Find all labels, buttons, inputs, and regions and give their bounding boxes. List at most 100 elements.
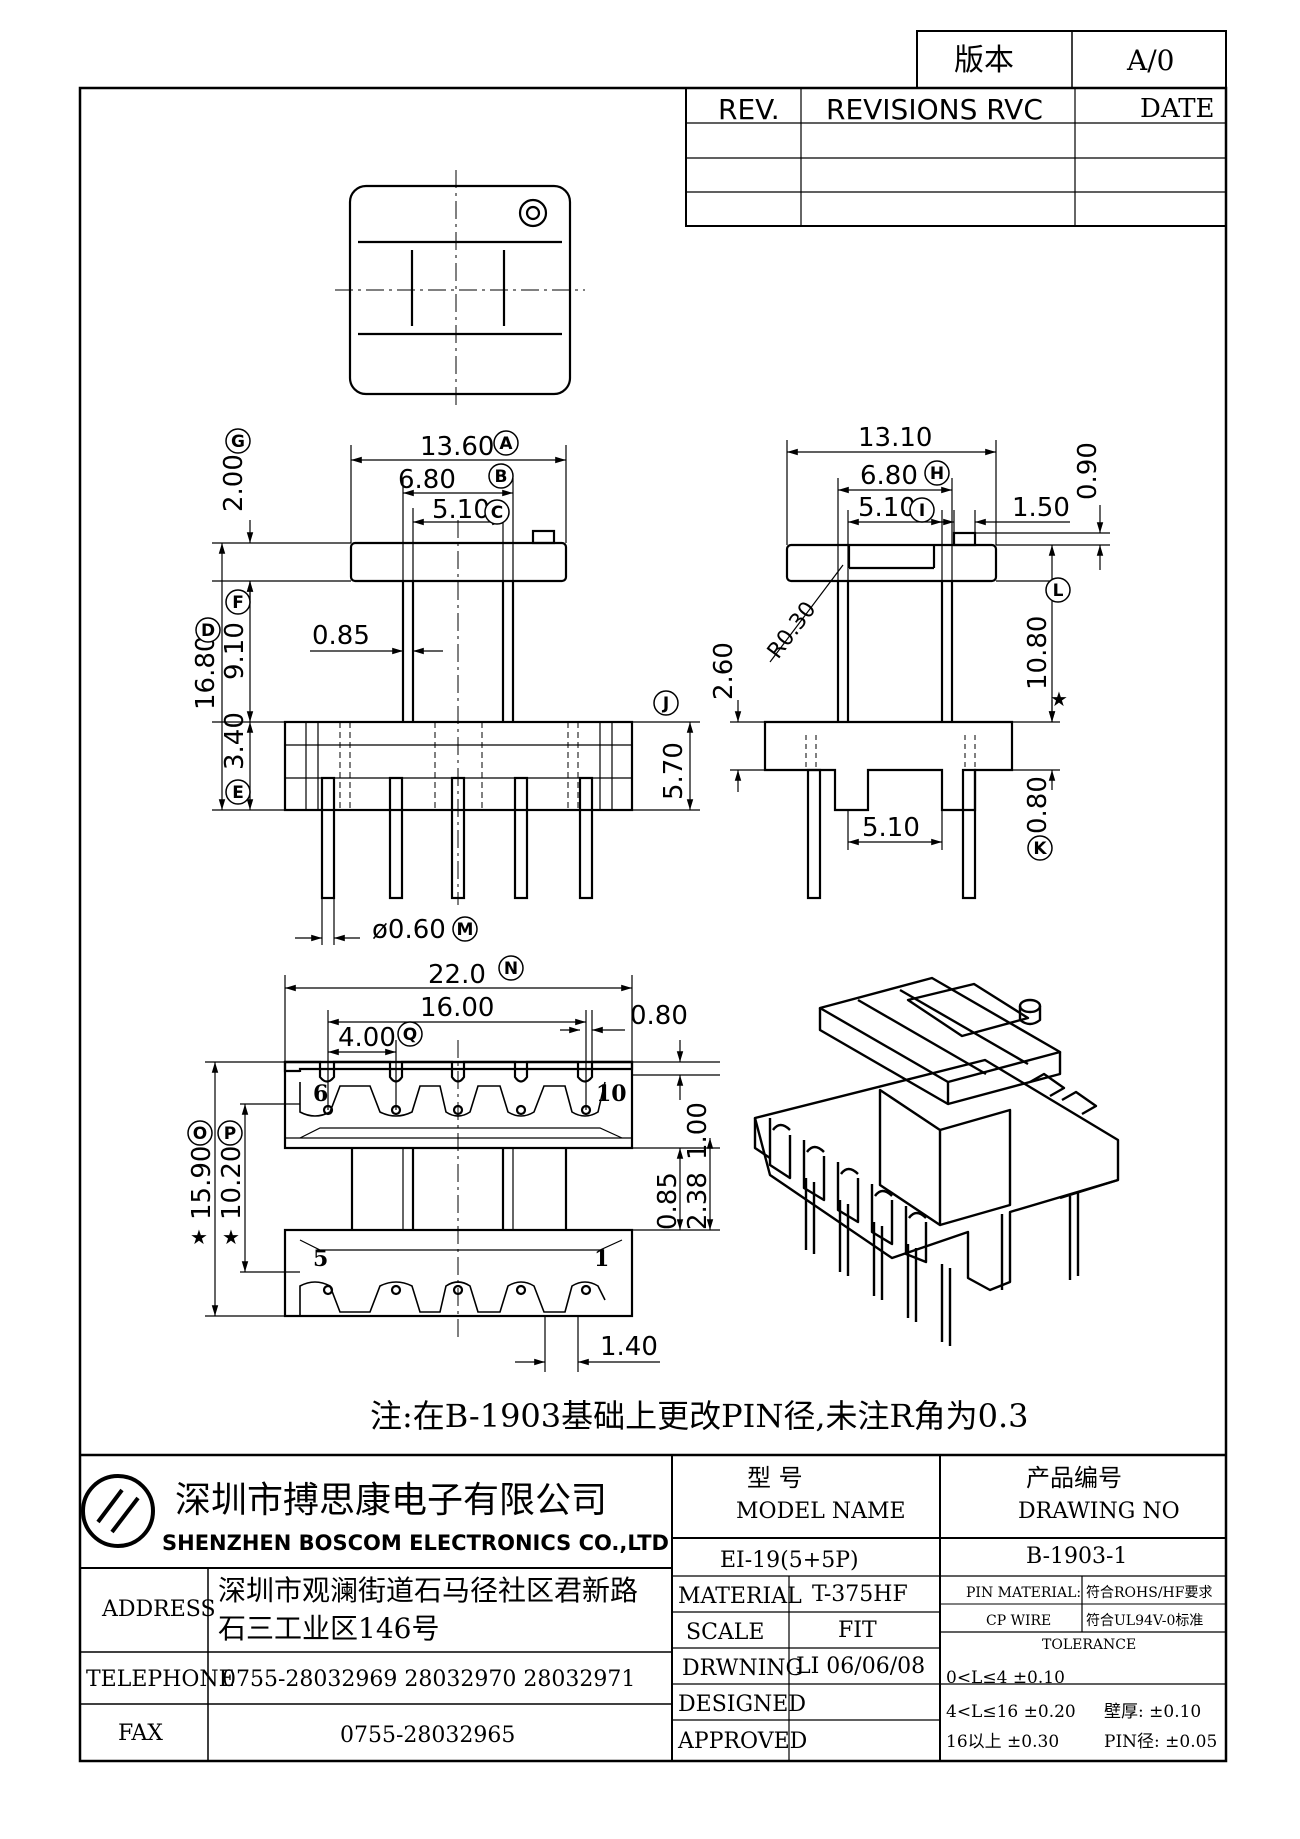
front-view <box>283 520 634 905</box>
dim-p1: 0.80 <box>630 1001 688 1031</box>
dim-d: 16.80 <box>191 636 221 710</box>
pin-6: 6 <box>313 1081 328 1107</box>
label-e: E <box>232 783 244 803</box>
material-label: MATERIAL <box>678 1584 802 1609</box>
side-dim-texts: 13.10 6.80 5.10 1.50 0.90 10.80 0.80 2.6… <box>709 423 1103 843</box>
pin-10: 10 <box>596 1081 627 1107</box>
designed-label: DESIGNED <box>678 1692 806 1717</box>
dim-q: 4.00 <box>338 1023 396 1053</box>
dim-span: 16.00 <box>420 993 494 1023</box>
dim-h: 6.80 <box>860 461 918 491</box>
revision-table <box>685 30 1227 227</box>
dim-d1: 1.00 <box>683 1102 713 1160</box>
approved-label: APPROVED <box>677 1729 807 1754</box>
dim-r: R0.30 <box>763 597 822 663</box>
label-b: B <box>495 467 508 487</box>
label-a: A <box>499 434 513 454</box>
dim-g: 2.00 <box>219 454 249 512</box>
star-l: ★ <box>1050 687 1068 711</box>
dim-l: 10.80 <box>1023 616 1053 690</box>
address-line1: 深圳市观澜街道石马径社区君新路 <box>218 1574 638 1607</box>
side-view <box>763 531 1014 900</box>
dim-t1: 0.90 <box>1073 442 1103 500</box>
dim-i: 5.10 <box>858 493 916 523</box>
model-label-en: MODEL NAME <box>736 1499 906 1524</box>
company-name-en: SHENZHEN BOSCOM ELECTRONICS CO.,LTD <box>162 1531 669 1555</box>
fax-label: FAX <box>118 1721 163 1746</box>
company-logo <box>81 1474 155 1548</box>
isometric-view <box>753 976 1120 1346</box>
sheet-border <box>78 86 1228 1763</box>
star-marks: ★ ★ ★ <box>190 687 1068 1249</box>
dim-p: 10.20 <box>217 1146 247 1220</box>
scale-value: FIT <box>838 1618 877 1643</box>
pin-material-label: PIN MATERIAL: <box>966 1585 1081 1601</box>
dim-a: 13.60 <box>420 432 494 462</box>
model-value: EI-19(5+5P) <box>720 1548 859 1573</box>
label-i: I <box>919 501 925 521</box>
label-n: N <box>504 959 518 979</box>
dim-wall: 0.85 <box>312 621 370 651</box>
dim-k: 0.80 <box>1023 776 1053 834</box>
pin-material-value: 符合ROHS/HF要求 <box>1086 1585 1212 1601</box>
label-p: P <box>224 1124 236 1144</box>
date-header: DATE <box>1140 94 1215 124</box>
telephone-label: TELEPHONE <box>86 1667 235 1692</box>
star-p: ★ <box>222 1225 240 1249</box>
wall-tolerance: 壁厚: ±0.10 <box>1104 1702 1201 1722</box>
top-view <box>335 170 585 410</box>
dim-n: 22.0 <box>428 960 486 990</box>
pin-1: 1 <box>594 1246 609 1272</box>
side-dimensions <box>730 440 1110 850</box>
drawing-label-cn: 产品编号 <box>1026 1464 1122 1492</box>
address-label: ADDRESS <box>101 1597 216 1622</box>
tolerance-1: 0<L≤4 ±0.10 <box>946 1668 1065 1688</box>
tolerance-2: 4<L≤16 ±0.20 <box>946 1702 1076 1722</box>
label-g: G <box>231 432 245 452</box>
label-h: H <box>930 464 944 484</box>
pin-numbers: 6 10 5 1 <box>313 1081 627 1272</box>
front-dim-texts: 13.60 6.80 5.10 0.85 2.00 9.10 16.80 3.4… <box>191 432 689 945</box>
label-k: K <box>1033 839 1047 859</box>
pin-5: 5 <box>313 1246 328 1272</box>
company-name-cn: 深圳市搏思康电子有限公司 <box>175 1480 607 1521</box>
drawing-note: 注:在B-1903基础上更改PIN径,未注R角为0.3 <box>370 1397 1028 1435</box>
label-c: C <box>491 503 503 523</box>
drawing-by-value: LI 06/06/08 <box>796 1654 925 1679</box>
rev-header: REV. <box>718 93 780 126</box>
version-value: A/0 <box>1126 44 1174 77</box>
revisions-header: REVISIONS RVC <box>826 93 1043 126</box>
dim-f: 9.10 <box>220 622 250 680</box>
title-block-texts: 深圳市搏思康电子有限公司 SHENZHEN BOSCOM ELECTRONICS… <box>86 1464 1217 1754</box>
cp-wire-label: CP WIRE <box>986 1613 1051 1629</box>
dim-o: 15.90 <box>187 1146 217 1220</box>
version-label: 版本 <box>954 43 1014 78</box>
pin-tolerance: PIN径: ±0.05 <box>1104 1732 1217 1752</box>
address-line2: 石三工业区146号 <box>218 1612 439 1645</box>
dim-e: 3.40 <box>220 712 250 770</box>
label-j: J <box>662 694 669 714</box>
circle-label-text: A B C G F D E J M H I L K N Q O P <box>193 432 1064 1144</box>
label-l: L <box>1053 581 1064 601</box>
label-m: M <box>457 920 474 940</box>
material-value: T-375HF <box>812 1582 908 1607</box>
dim-d4: 1.40 <box>600 1332 658 1362</box>
dim-m: ø0.60 <box>372 915 446 945</box>
dim-t2: 1.50 <box>1012 493 1070 523</box>
bottom-dim-texts: 22.0 16.00 4.00 0.80 15.90 10.20 1.00 0.… <box>187 960 713 1362</box>
title-block-grid <box>80 1453 1226 1761</box>
label-d: D <box>201 621 215 641</box>
drawing-by-label: DRWNING <box>682 1656 803 1681</box>
dim-w: 13.10 <box>858 423 932 453</box>
tolerance-3: 16以上 ±0.30 <box>946 1732 1059 1752</box>
telephone-value: 0755-28032969 28032970 28032971 <box>222 1667 635 1692</box>
scale-label: SCALE <box>686 1620 764 1645</box>
drawing-value: B-1903-1 <box>1026 1544 1127 1569</box>
label-f: F <box>232 593 244 613</box>
bottom-view <box>283 1040 634 1340</box>
cp-wire-value: 符合UL94V-0标准 <box>1086 1613 1203 1629</box>
label-o: O <box>193 1124 207 1144</box>
bottom-dimensions <box>205 975 720 1372</box>
model-label-cn: 型 号 <box>747 1464 803 1492</box>
